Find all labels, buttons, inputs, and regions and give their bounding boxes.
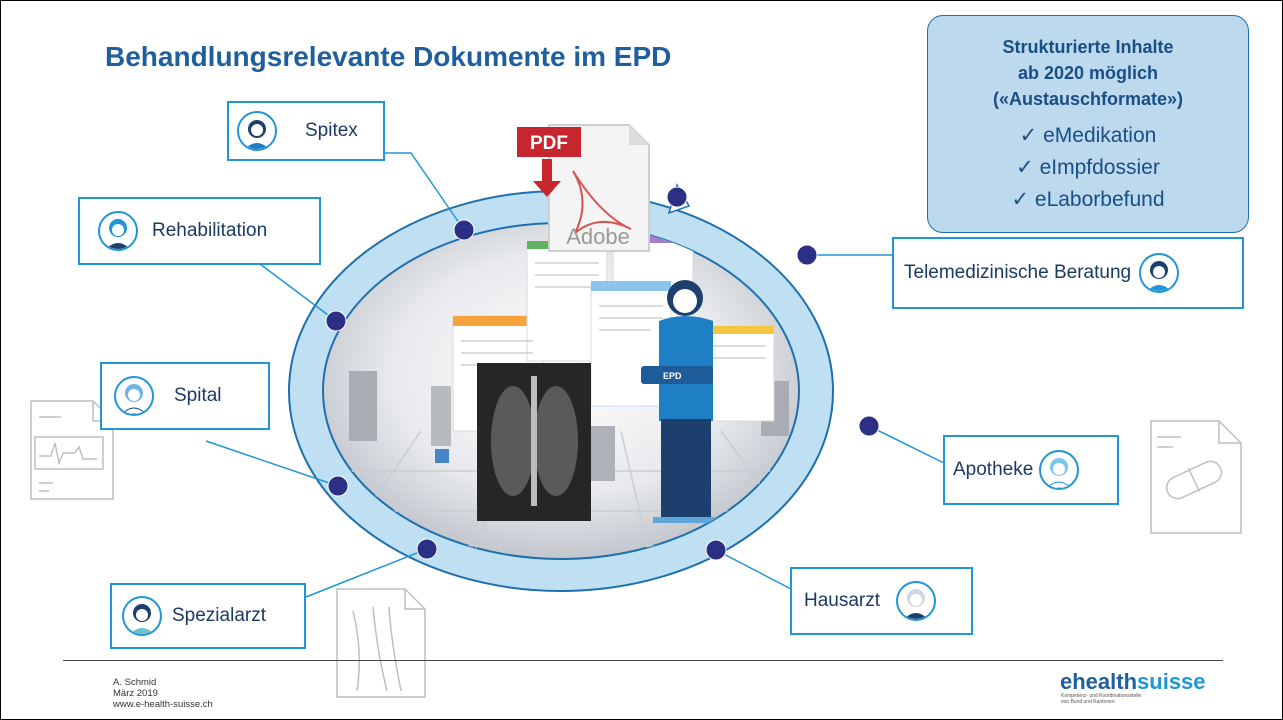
doctor-avatar-icon: [114, 376, 154, 416]
specialist-avatar-icon: [122, 596, 162, 636]
label-apotheke: Apotheke: [943, 435, 1119, 505]
dot-rehabilitation: [325, 310, 347, 332]
ring-dots: [325, 186, 880, 561]
pdf-icon: PDF Adobe: [517, 124, 650, 252]
document-ecg-icon: [30, 400, 114, 500]
infobox-list: ✓ eMedikation ✓ eImpfdossier ✓ eLaborbef…: [928, 120, 1248, 216]
footer-line: [63, 660, 1223, 661]
document-pill-icon: [1150, 420, 1242, 534]
logo-tagline: Kompetenz- und Koordinationsstelle von B…: [1061, 693, 1141, 705]
label-spital-text: Spital: [174, 385, 222, 406]
label-telemedizin-text: Telemedizinische Beratung: [904, 262, 1132, 283]
therapist-avatar-icon: [98, 211, 138, 251]
woman-figure: EPD: [641, 280, 719, 523]
logo-part2: suisse: [1137, 669, 1206, 694]
document-xray-leg-icon: [336, 588, 426, 698]
pdf-badge: PDF: [530, 133, 568, 154]
telemedicine-avatar-icon: [1139, 253, 1180, 293]
label-spezialarzt: Spezialarzt: [110, 583, 306, 649]
dot-spitex: [453, 219, 475, 241]
nurse-avatar-icon: [237, 111, 277, 151]
infobox-line2: ab 2020 möglich: [1017, 63, 1159, 83]
footer-author: A. Schmid: [113, 677, 157, 688]
label-rehabilitation-text: Rehabilitation: [152, 220, 268, 241]
logo-tagline-2: von Bund und Kantonen: [1061, 699, 1115, 705]
label-spezialarzt-text: Spezialarzt: [172, 605, 266, 626]
dot-telemedizin: [796, 244, 818, 266]
infobox-line3: («Austauschformate»): [992, 89, 1184, 109]
label-hausarzt-text: Hausarzt: [804, 590, 881, 611]
dot-apotheke: [858, 415, 880, 437]
slide-title: Behandlungsrelevante Dokumente im EPD: [105, 41, 672, 72]
epd-tag: EPD: [663, 371, 682, 381]
label-spitex-text: Spitex: [305, 120, 358, 141]
dot-spital: [327, 475, 349, 497]
ehealthsuisse-logo: ehealthsuisse: [1060, 669, 1206, 695]
logo-part1: ehealth: [1060, 669, 1138, 694]
label-rehabilitation: Rehabilitation: [78, 197, 321, 265]
label-hausarzt: Hausarzt: [790, 567, 973, 635]
dot-spezialarzt: [416, 538, 438, 560]
gp-avatar-icon: [896, 581, 937, 621]
logo-tagline-1: Kompetenz- und Koordinationsstelle: [1061, 693, 1142, 699]
infobox-line1: Strukturierte Inhalte: [1002, 37, 1174, 57]
label-spital: Spital: [100, 362, 270, 430]
infobox-item-emedikation: ✓ eMedikation: [1019, 124, 1157, 147]
footer-url: www.e-health-suisse.ch: [113, 699, 213, 710]
structured-content-box: Strukturierte Inhalte ab 2020 möglich («…: [927, 15, 1249, 233]
infobox-item-eimpfdossier: ✓ eImpfdossier: [1016, 156, 1160, 179]
infobox-item-elaborbefund: ✓ eLaborbefund: [1011, 188, 1165, 211]
label-telemedizin: Telemedizinische Beratung: [892, 237, 1244, 309]
label-spitex: Spitex: [227, 101, 385, 161]
dot-hausarzt: [705, 539, 727, 561]
dot-top-right: [666, 186, 688, 208]
label-apotheke-text: Apotheke: [953, 459, 1034, 480]
footer-date: März 2019: [113, 688, 158, 699]
pharmacist-avatar-icon: [1039, 450, 1080, 490]
adobe-text: Adobe: [566, 224, 630, 249]
